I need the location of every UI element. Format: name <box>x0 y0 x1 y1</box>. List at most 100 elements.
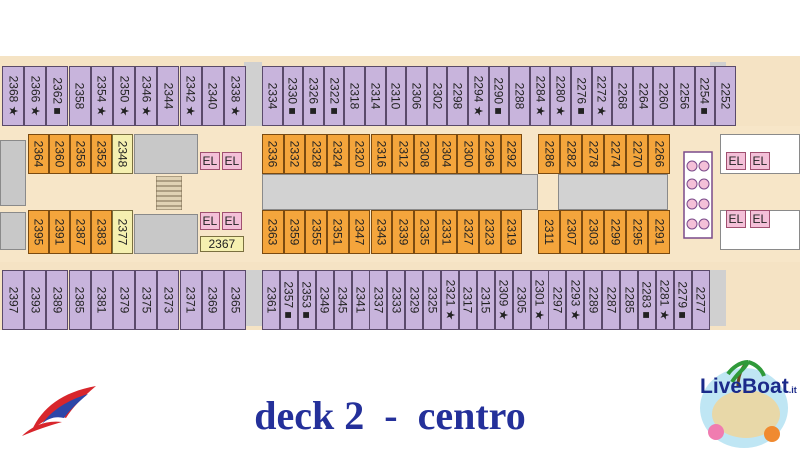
outside-cabin: 2256 <box>674 66 695 126</box>
staircase-icon <box>156 176 182 210</box>
outside-cabin: 2254 ■ <box>694 66 716 126</box>
outside-cabin: 2272 ★ <box>591 66 613 126</box>
inside-cabin: 2266 <box>648 134 670 174</box>
cabin-number: 2357 ■ <box>282 281 297 319</box>
elevator-icon: EL <box>200 152 220 170</box>
cabin-number: 2355 <box>309 218 324 246</box>
outside-cabin: 2294 ★ <box>468 66 489 126</box>
outside-cabin: 2371 <box>179 270 202 330</box>
cabin-number: 2334 <box>265 82 280 110</box>
cabin-number: 2322 ■ <box>327 77 342 115</box>
inside-cabin: 2282 <box>560 134 582 174</box>
cabin-number: 2323 <box>482 218 497 246</box>
cabin-number: 2338 ★ <box>227 75 242 117</box>
cabin-number: 2291 <box>651 218 666 246</box>
liveboat-label: LiveBoat.it <box>700 375 797 399</box>
cabin-number: EL <box>752 154 768 168</box>
cabin-number: 2353 ■ <box>299 281 314 319</box>
inside-cabin: 2323 <box>479 210 501 254</box>
cabin-number: 2324 <box>330 140 345 168</box>
cabin-number: EL <box>224 154 240 168</box>
outside-cabin: 2280 ★ <box>550 66 571 126</box>
cabin-number: EL <box>224 214 240 228</box>
cabin-number: 2342 ★ <box>183 75 198 117</box>
outside-cabin: 2333 <box>387 270 406 330</box>
inside-cabin: 2299 <box>604 210 626 254</box>
cabin-number: 2325 <box>424 286 439 314</box>
cabin-number: 2297 <box>550 286 565 314</box>
cabin-number: 2272 ★ <box>594 75 609 117</box>
outside-cabin: 2389 <box>46 270 69 330</box>
outside-cabin: 2342 ★ <box>179 66 202 126</box>
cabin-number: 2281 ★ <box>657 279 672 321</box>
elevator-icon: EL <box>726 210 746 228</box>
inside-cabin: 2292 <box>500 134 523 174</box>
inside-cabin: 2274 <box>604 134 626 174</box>
outside-cabin: 2322 ■ <box>323 66 345 126</box>
outside-cabin: 2317 <box>458 270 477 330</box>
cabin-number: 2302 <box>429 82 444 110</box>
cabin-number: 2318 <box>347 82 362 110</box>
cabin-number: 2326 ■ <box>306 77 321 115</box>
cabin-number: 2345 <box>335 286 350 314</box>
inside-cabin: 2363 <box>262 210 284 254</box>
cabin-number: 2348 <box>115 140 130 168</box>
inside-cabin: 2339 <box>392 210 414 254</box>
cabin-number: 2346 ★ <box>139 75 154 117</box>
cabin-number: 2361 <box>263 286 278 314</box>
inside-cabin: 2286 <box>538 134 560 174</box>
cabin-number: 2333 <box>389 286 404 314</box>
outside-cabin: 2353 ■ <box>297 270 316 330</box>
cabin-number: 2362 ■ <box>50 77 65 115</box>
inside-cabin: 2360 <box>49 134 70 174</box>
inside-cabin: 2327 <box>457 210 479 254</box>
cabin-number: 2364 <box>31 140 46 168</box>
outside-cabin: 2283 ■ <box>637 270 656 330</box>
outside-cabin: 2318 <box>344 66 365 126</box>
outside-cabin: 2340 <box>201 66 224 126</box>
inside-cabin: 2291 <box>648 210 670 254</box>
outside-cabin: 2306 <box>406 66 427 126</box>
cabin-number: 2308 <box>417 140 432 168</box>
cabin-number: 2351 <box>330 218 345 246</box>
cabin-number: 2349 <box>317 286 332 314</box>
liveboat-island-badge-icon <box>700 360 788 448</box>
cabin-number: 2315 <box>478 286 493 314</box>
outside-cabin: 2302 <box>426 66 448 126</box>
outside-cabin: 2366 ★ <box>24 66 47 126</box>
cabin-number: 2368 ★ <box>5 75 20 117</box>
cabin-number: 2363 <box>265 218 280 246</box>
cabin-number: 2296 <box>482 140 497 168</box>
inside-cabin: 2336 <box>262 134 284 174</box>
cabin-number: 2293 ★ <box>568 279 583 321</box>
cabin-number: 2270 <box>629 140 644 168</box>
outside-cabin: 2341 <box>351 270 370 330</box>
cabin-number: 2279 ■ <box>675 281 690 319</box>
cabin-number: 2309 ★ <box>496 279 511 321</box>
cabin-number: 2329 <box>407 286 422 314</box>
cabin-number: 2298 <box>450 82 465 110</box>
cabin-number: 2305 <box>514 286 529 314</box>
cabin-number: 2300 <box>461 140 476 168</box>
cabin-number: 2312 <box>395 140 410 168</box>
cabin-number: 2314 <box>368 82 383 110</box>
cabin-number: 2340 <box>205 82 220 110</box>
cabin-number: 2397 <box>5 286 20 314</box>
cabin-number: 2327 <box>461 218 476 246</box>
inside-cabin: 2348 <box>112 134 133 174</box>
cabin-number: 2359 <box>287 218 302 246</box>
cabin-number: 2369 <box>205 286 220 314</box>
inside-cabin: 2304 <box>435 134 458 174</box>
elevator-icon: EL <box>222 212 242 230</box>
cabin-number: 2319 <box>504 218 519 246</box>
outside-cabin: 2293 ★ <box>566 270 585 330</box>
cabin-number: 2311 <box>541 219 556 245</box>
inside-cabin: 2331 <box>435 210 458 254</box>
cabin-number: 2288 <box>512 82 527 110</box>
inside-cabin: 2270 <box>626 134 648 174</box>
inside-cabin: 2308 <box>413 134 436 174</box>
cabin-number: 2284 ★ <box>533 75 548 117</box>
cabin-number: 2330 ■ <box>286 77 301 115</box>
outside-cabin: 2252 <box>715 66 736 126</box>
